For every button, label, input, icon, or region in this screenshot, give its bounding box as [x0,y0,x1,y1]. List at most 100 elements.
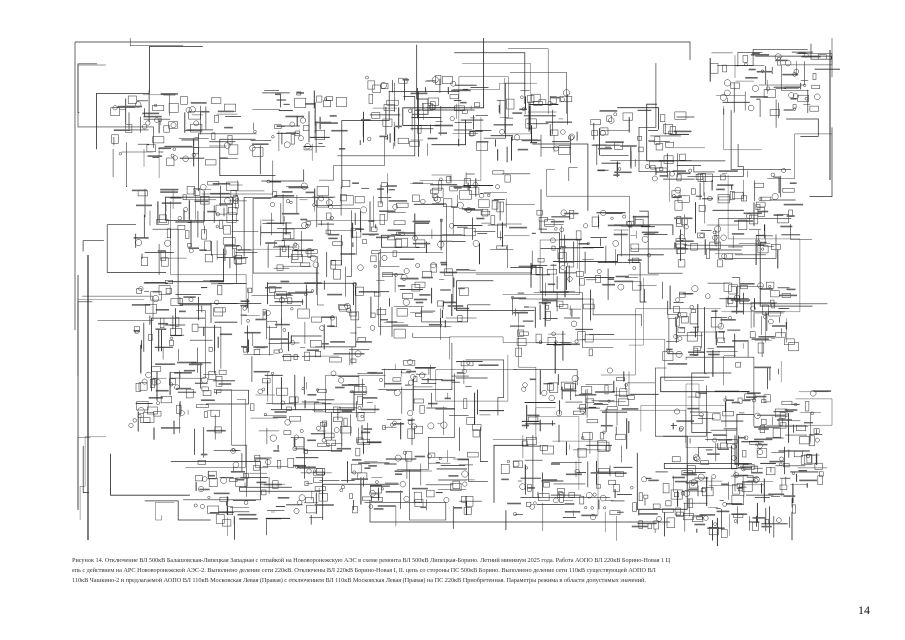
equipment-box [668,130,677,135]
transformer-symbol [407,359,413,365]
transmission-line [155,502,175,521]
label-mark [253,370,270,373]
label-mark [472,130,483,132]
transformer-symbol [768,318,774,325]
equipment-box [481,208,489,217]
equipment-box [325,96,333,101]
equipment-box [141,256,148,266]
equipment-box [805,401,810,412]
transmission-line [201,160,274,195]
label-mark [513,311,528,314]
transformer-symbol [533,501,537,505]
label-mark [356,341,372,343]
label-mark [745,77,758,79]
equipment-box [686,332,698,342]
equipment-box [777,57,781,66]
equipment-box [147,406,158,415]
label-mark [230,471,245,473]
equipment-box [638,492,643,501]
label-mark [579,393,597,396]
equipment-box [627,395,635,400]
label-mark [779,294,797,297]
transformer-symbol [722,502,727,507]
transformer-symbol [182,155,189,162]
transformer-symbol [683,224,689,230]
equipment-box [329,357,342,363]
equipment-box [536,209,543,216]
equipment-box [632,281,642,291]
label-mark [419,294,431,296]
label-mark [427,402,438,405]
label-mark [402,470,421,472]
equipment-box [737,397,743,404]
equipment-box [756,448,768,458]
transformer-symbol [521,107,526,111]
equipment-box [357,337,366,342]
transformer-symbol [289,200,293,204]
equipment-box [590,119,601,126]
equipment-box [316,186,329,197]
transformer-symbol [346,307,352,313]
equipment-box [537,258,545,263]
transmission-line [809,127,833,197]
equipment-box [757,342,765,354]
equipment-box [454,105,465,111]
transmission-line [453,82,537,90]
transformer-symbol [285,199,291,204]
transformer-symbol [669,171,675,177]
equipment-box [674,111,687,120]
equipment-box [379,214,385,225]
transformer-symbol [188,106,196,114]
transformer-symbol [553,145,559,152]
equipment-box [368,93,373,104]
label-mark [782,73,799,76]
transmission-line [195,189,211,220]
equipment-box [588,348,593,357]
transformer-symbol [266,179,271,184]
equipment-box [362,496,372,501]
equipment-box [306,504,317,514]
label-mark [224,245,240,247]
equipment-box [357,472,368,480]
equipment-box [546,269,557,275]
transmission-line [110,453,190,496]
label-mark [155,389,169,392]
equipment-box [413,398,424,404]
transformer-symbol [707,195,713,202]
label-mark [768,493,785,496]
transformer-symbol [689,305,694,310]
equipment-box [330,259,336,270]
equipment-box [559,304,569,309]
equipment-box [690,243,698,251]
equipment-box [527,416,539,423]
transformer-symbol [688,168,693,173]
equipment-box [567,261,575,268]
transformer-symbol [792,93,799,100]
equipment-box [349,311,357,317]
equipment-box [653,520,659,530]
transformer-symbol [236,245,242,251]
equipment-box [673,306,680,313]
label-mark [681,473,697,476]
equipment-box [638,146,644,153]
transformer-symbol [360,206,367,214]
equipment-box [679,291,686,298]
equipment-box [527,95,535,103]
equipment-box [442,76,453,84]
transformer-symbol [574,339,579,344]
equipment-box [261,489,267,496]
transformer-symbol [243,500,249,505]
equipment-box [492,170,505,175]
transformer-symbol [381,255,388,261]
equipment-box [814,462,823,470]
label-mark [328,233,340,236]
equipment-box [276,387,289,396]
equipment-box [650,165,656,170]
label-mark [160,191,178,193]
transformer-symbol [135,239,142,247]
equipment-box [466,417,475,425]
label-mark [789,182,797,184]
label-mark [447,305,464,307]
label-mark [784,86,801,88]
label-mark [234,257,243,260]
